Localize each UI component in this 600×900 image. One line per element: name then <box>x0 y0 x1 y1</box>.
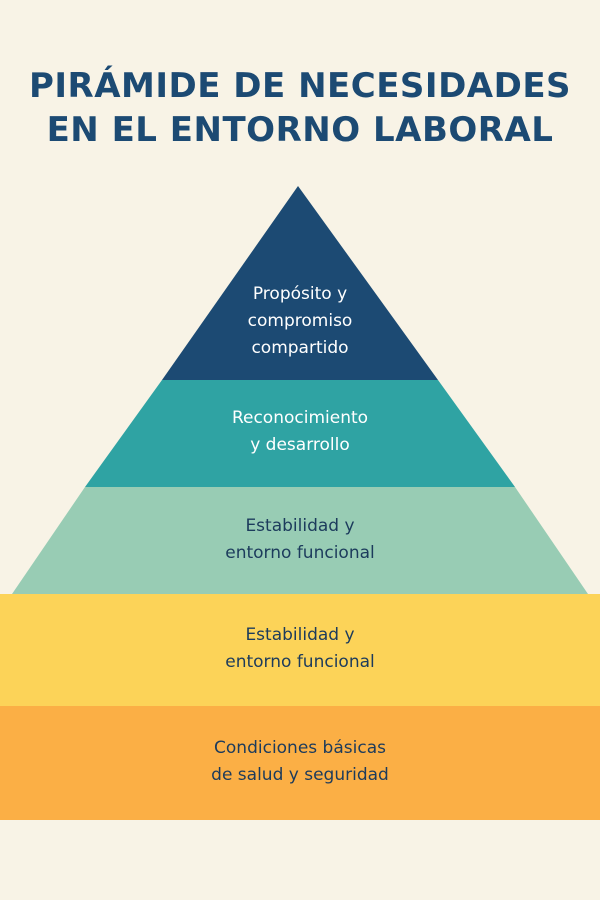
pyramid-level-3-shape <box>12 487 588 594</box>
level-3-line-2: entorno funcional <box>225 543 375 564</box>
level-2-line-1: Reconocimiento <box>231 408 369 428</box>
level-1-line-3: compartido <box>251 338 349 359</box>
page-title: PIRÁMIDE DE NECESIDADES EN EL ENTORNO LA… <box>0 64 600 152</box>
level-4-line-2: entorno funcional <box>225 652 375 673</box>
level-5-line-1: Condiciones básicas <box>214 738 386 758</box>
level-4-line-1: Estabilidad y <box>245 625 355 645</box>
level-1-line-1: Propósito y <box>252 284 348 304</box>
level-1-line-2: compromiso <box>247 311 353 332</box>
level-3-line-1: Estabilidad y <box>245 516 355 536</box>
pyramid-level-5-label: Condiciones básicas de salud y seguridad <box>0 735 600 789</box>
pyramid-level-2-label: Reconocimiento y desarrollo <box>0 405 600 459</box>
title-line-1: PIRÁMIDE DE NECESIDADES <box>28 66 572 106</box>
pyramid-level-4-label: Estabilidad y entorno funcional <box>0 622 600 676</box>
pyramid-level-1-shape <box>162 186 438 380</box>
pyramid-level-4-shape <box>0 594 600 706</box>
pyramid-level-2-shape <box>85 380 515 487</box>
pyramid-level-1-label: Propósito y compromiso compartido <box>0 281 600 363</box>
title-line-2: EN EL ENTORNO LABORAL <box>46 110 554 151</box>
pyramid-level-5-shape <box>0 706 600 820</box>
level-2-line-2: y desarrollo <box>250 435 350 456</box>
pyramid-level-3-label: Estabilidad y entorno funcional <box>0 513 600 567</box>
level-5-line-2: de salud y seguridad <box>211 765 389 786</box>
